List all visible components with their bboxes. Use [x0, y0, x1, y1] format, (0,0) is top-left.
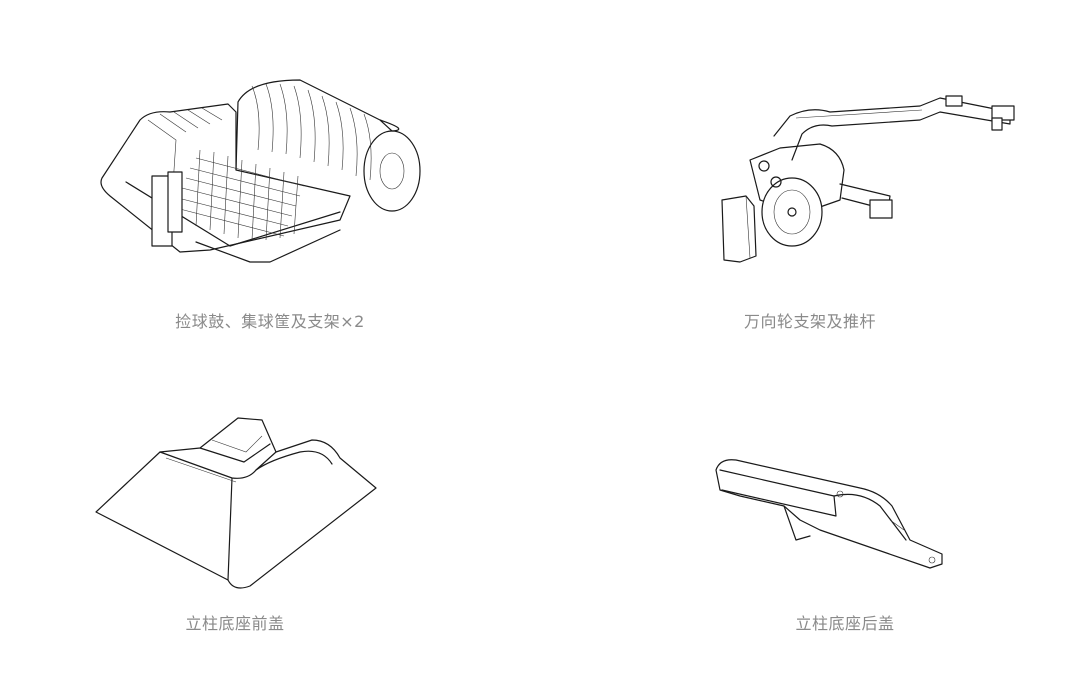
part-front-cover: 立柱底座前盖 — [0, 340, 540, 697]
part-caster: 万向轮支架及推杆 — [540, 0, 1080, 340]
part-rear-cover: 立柱底座后盖 — [540, 340, 1080, 697]
part-caption: 立柱底座前盖 — [185, 614, 285, 633]
column-base-rear-cover-drawing — [715, 459, 943, 569]
part-caption: 立柱底座后盖 — [795, 614, 895, 633]
caster-wheel-bracket-push-rod-drawing — [721, 95, 1015, 263]
part-basket: 捡球鼓、集球筐及支架×2 — [0, 0, 540, 340]
part-caption: 万向轮支架及推杆 — [743, 312, 876, 331]
part-caption: 捡球鼓、集球筐及支架×2 — [175, 312, 365, 331]
column-base-front-cover-drawing — [95, 417, 377, 589]
ball-collector-drum-basket-drawing — [100, 79, 421, 263]
